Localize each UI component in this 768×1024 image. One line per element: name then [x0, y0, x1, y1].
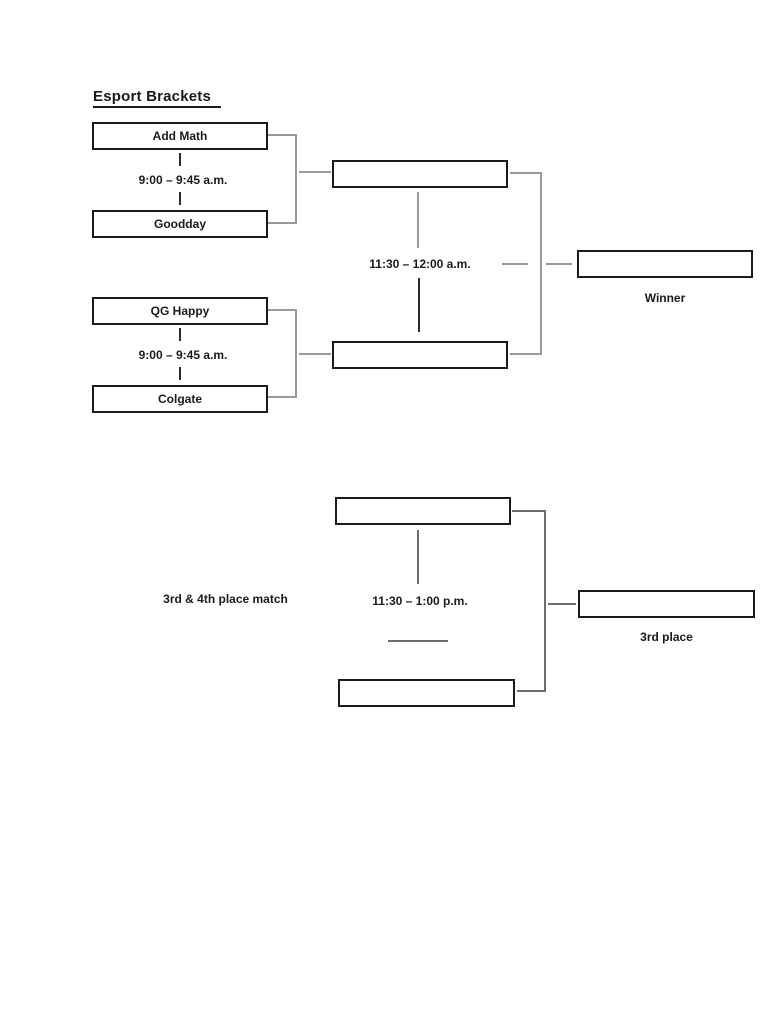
connector-line [418, 278, 420, 332]
champion-box [577, 250, 753, 278]
semifinal1-winner-box [332, 160, 508, 188]
connector-line [510, 172, 542, 174]
winner-label: Winner [644, 291, 686, 305]
connector-line [510, 353, 542, 355]
third-place-section-label: 3rd & 4th place match [163, 592, 288, 606]
connector-line [268, 134, 297, 136]
connector-line [299, 353, 331, 355]
match1-time: 9:00 – 9:45 a.m. [138, 173, 228, 187]
connector-line [544, 510, 546, 692]
connector-line [299, 171, 331, 173]
team-box-add-math: Add Math [92, 122, 268, 150]
third-place-contestant1-box [335, 497, 511, 525]
team-box-colgate: Colgate [92, 385, 268, 413]
connector-line [268, 309, 297, 311]
connector-line [268, 396, 296, 398]
connector-line [517, 690, 545, 692]
third-place-label: 3rd place [640, 630, 693, 644]
third-place-contestant2-box [338, 679, 515, 707]
team-box-qg-happy: QG Happy [92, 297, 268, 325]
connector-line [417, 192, 419, 248]
team-box-goodday: Goodday [92, 210, 268, 238]
third-place-result-box [578, 590, 755, 618]
connector-line [548, 603, 576, 605]
connector-line [179, 153, 181, 166]
match2-time: 9:00 – 9:45 a.m. [138, 348, 228, 362]
connector-line [268, 222, 296, 224]
connector-line [179, 192, 181, 205]
page-title: Esport Brackets [93, 88, 222, 108]
connector-line [512, 510, 546, 512]
connector-line [546, 263, 572, 265]
connector-line [388, 640, 448, 642]
connector-line [502, 263, 528, 265]
connector-line [179, 328, 181, 341]
connector-line [179, 367, 181, 380]
connector-line [295, 309, 297, 398]
semifinal2-winner-box [332, 341, 508, 369]
connector-line [540, 172, 542, 355]
final-time: 11:30 – 12:00 a.m. [369, 257, 471, 271]
connector-line [417, 530, 419, 584]
connector-line [295, 134, 297, 224]
third-place-time: 11:30 – 1:00 p.m. [372, 594, 468, 608]
